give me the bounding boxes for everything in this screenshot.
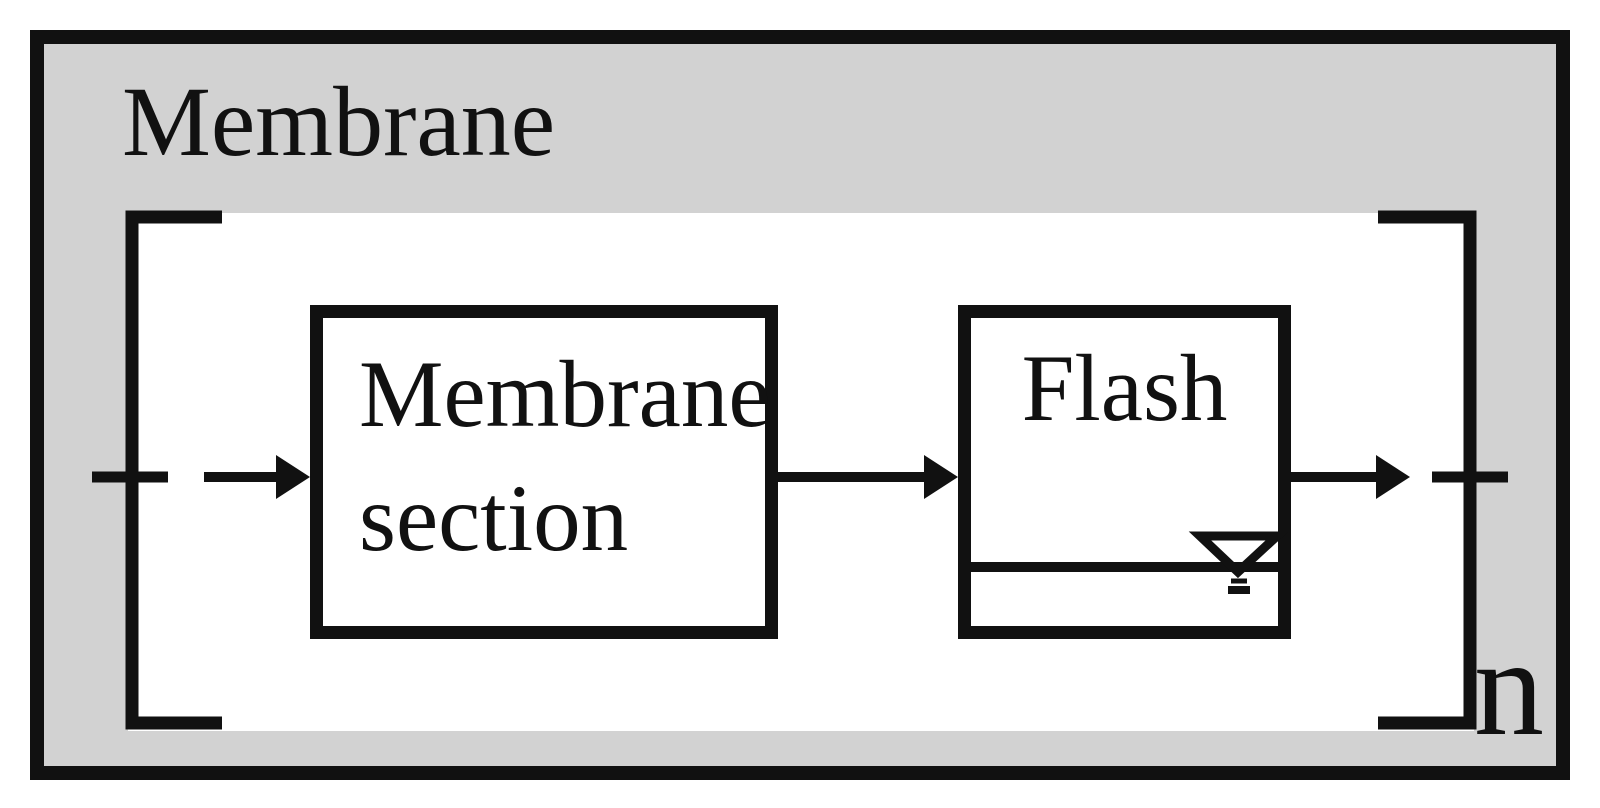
flash-label: Flash [1021, 335, 1228, 441]
membrane-section-label-line2: section [359, 465, 629, 572]
membrane-frame-title: Membrane [122, 66, 556, 177]
repeat-count-subscript: n [1474, 610, 1544, 765]
membrane-section-label-line1: Membrane [359, 341, 771, 447]
membrane-section-block: Membrane section [310, 305, 778, 639]
flash-block: Flash [958, 305, 1291, 639]
